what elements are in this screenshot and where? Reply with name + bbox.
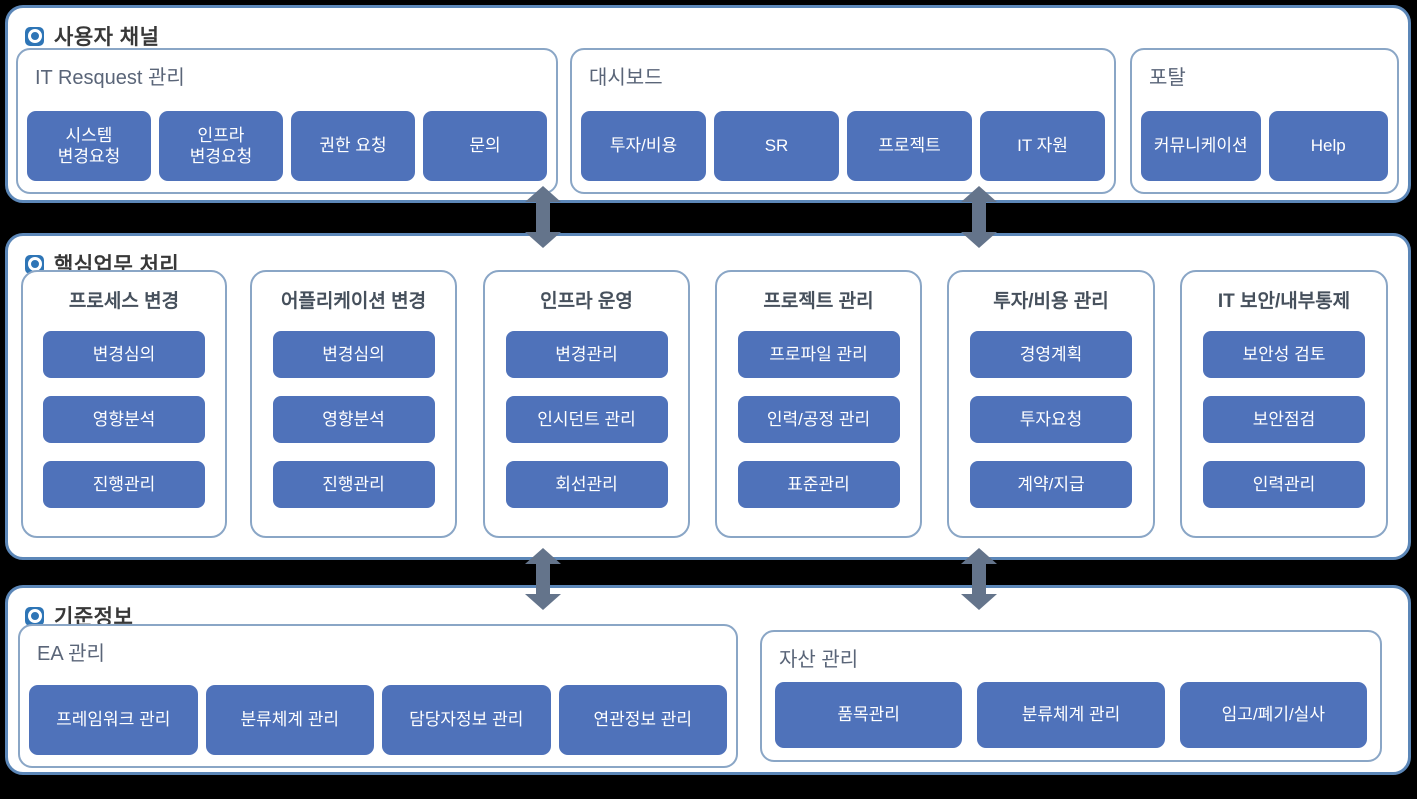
column-title: 인프라 운영 xyxy=(540,291,633,312)
arrow-head-down xyxy=(961,232,997,248)
section-user-channel: 사용자 채널 IT Resquest 관리 시스템 변경요청 인프라 변경요청 … xyxy=(5,5,1411,203)
module-change-review[interactable]: 변경심의 xyxy=(272,331,435,378)
module-relation-info-management[interactable]: 연관정보 관리 xyxy=(558,685,727,755)
column-title: 프로젝트 관리 xyxy=(763,291,874,312)
bidirectional-arrow-icon xyxy=(961,186,997,248)
module-owner-info-management[interactable]: 담당자정보 관리 xyxy=(382,685,551,755)
module-help[interactable]: Help xyxy=(1268,111,1388,181)
module-permission-request[interactable]: 권한 요청 xyxy=(291,111,415,181)
module-impact-analysis[interactable]: 영향분석 xyxy=(43,396,205,443)
module-infra-change-request[interactable]: 인프라 변경요청 xyxy=(159,111,283,181)
module-security-check[interactable]: 보안점검 xyxy=(1203,396,1365,443)
group-title: IT Resquest 관리 xyxy=(35,67,185,89)
module-progress-management[interactable]: 진행관리 xyxy=(43,461,205,508)
module-contract-payment[interactable]: 계약/지급 xyxy=(970,461,1132,508)
module-inquiry[interactable]: 문의 xyxy=(423,111,547,181)
group-title: 대시보드 xyxy=(589,67,663,89)
column-title: 투자/비용 관리 xyxy=(993,291,1109,312)
module-classification-management[interactable]: 분류체계 관리 xyxy=(205,685,374,755)
arrow-head-down xyxy=(525,594,561,610)
module-framework-management[interactable]: 프레임워크 관리 xyxy=(29,685,198,755)
group-dashboard: 대시보드 투자/비용 SR 프로젝트 IT 자원 xyxy=(570,48,1116,194)
module-business-planning[interactable]: 경영계획 xyxy=(970,331,1132,378)
module-impact-analysis[interactable]: 영향분석 xyxy=(272,396,435,443)
bullet-ring xyxy=(27,257,42,271)
arrow-shaft xyxy=(972,564,986,594)
group-title: 포탈 xyxy=(1149,67,1186,89)
bullet-ring xyxy=(27,609,42,623)
button-row: 커뮤니케이션 Help xyxy=(1141,111,1388,181)
section-bullet-icon xyxy=(25,606,44,626)
group-title: EA 관리 xyxy=(37,643,105,665)
group-ea-management: EA 관리 프레임워크 관리 분류체계 관리 담당자정보 관리 연관정보 관리 xyxy=(18,624,738,768)
column-process-change: 프로세스 변경 변경심의 영향분석 진행관리 xyxy=(21,270,227,538)
section-bullet-icon xyxy=(25,26,44,46)
arrow-head-down xyxy=(525,232,561,248)
button-row: 시스템 변경요청 인프라 변경요청 권한 요청 문의 xyxy=(27,111,547,181)
column-title: 프로세스 변경 xyxy=(68,291,180,312)
section-master-data: 기준정보 EA 관리 프레임워크 관리 분류체계 관리 담당자정보 관리 연관정… xyxy=(5,585,1411,775)
module-communication[interactable]: 커뮤니케이션 xyxy=(1141,111,1261,181)
bullet-ring xyxy=(27,29,42,43)
section-master-data-header: 기준정보 xyxy=(8,588,1408,631)
section-user-channel-header: 사용자 채널 xyxy=(8,8,1408,51)
module-receiving-disposal-audit[interactable]: 임고/폐기/실사 xyxy=(1179,682,1367,748)
arrow-head-up xyxy=(525,548,561,564)
column-it-security-internal-control: IT 보안/내부통제 보안성 검토 보안점검 인력관리 xyxy=(1180,270,1388,538)
column-title: 어플리케이션 변경 xyxy=(280,291,427,312)
column-infra-operations: 인프라 운영 변경관리 인시던트 관리 회선관리 xyxy=(483,270,690,538)
button-row: 품목관리 분류체계 관리 임고/폐기/실사 xyxy=(775,682,1367,748)
section-title: 기준정보 xyxy=(54,606,134,629)
module-change-management[interactable]: 변경관리 xyxy=(505,331,668,378)
module-investment-cost[interactable]: 투자/비용 xyxy=(581,111,706,181)
module-sr[interactable]: SR xyxy=(714,111,839,181)
module-incident-management[interactable]: 인시던트 관리 xyxy=(505,396,668,443)
module-item-management[interactable]: 품목관리 xyxy=(775,682,963,748)
module-classification-management[interactable]: 분류체계 관리 xyxy=(977,682,1165,748)
column-title: IT 보안/내부통제 xyxy=(1217,291,1351,312)
button-row: 프레임워크 관리 분류체계 관리 담당자정보 관리 연관정보 관리 xyxy=(29,685,727,755)
module-change-review[interactable]: 변경심의 xyxy=(43,331,205,378)
section-bullet-icon xyxy=(25,254,44,274)
module-manpower-process-management[interactable]: 인력/공정 관리 xyxy=(737,396,900,443)
module-system-change-request[interactable]: 시스템 변경요청 xyxy=(27,111,151,181)
module-profile-management[interactable]: 프로파일 관리 xyxy=(737,331,900,378)
bidirectional-arrow-icon xyxy=(961,548,997,610)
arrow-shaft xyxy=(536,564,550,594)
group-portal: 포탈 커뮤니케이션 Help xyxy=(1130,48,1399,194)
module-line-management[interactable]: 회선관리 xyxy=(505,461,668,508)
bidirectional-arrow-icon xyxy=(525,548,561,610)
bidirectional-arrow-icon xyxy=(525,186,561,248)
arrow-head-up xyxy=(961,186,997,202)
module-project[interactable]: 프로젝트 xyxy=(847,111,972,181)
button-row: 투자/비용 SR 프로젝트 IT 자원 xyxy=(581,111,1105,181)
module-security-review[interactable]: 보안성 검토 xyxy=(1203,331,1365,378)
section-core-business: 핵심업무 처리 프로세스 변경 변경심의 영향분석 진행관리 어플리케이션 변경… xyxy=(5,233,1411,560)
column-project-management: 프로젝트 관리 프로파일 관리 인력/공정 관리 표준관리 xyxy=(715,270,922,538)
group-it-request: IT Resquest 관리 시스템 변경요청 인프라 변경요청 권한 요청 문… xyxy=(16,48,558,194)
module-it-resource[interactable]: IT 자원 xyxy=(980,111,1105,181)
section-title: 사용자 채널 xyxy=(54,26,160,49)
group-title: 자산 관리 xyxy=(779,649,859,671)
arrow-shaft xyxy=(536,202,550,232)
column-investment-cost-management: 투자/비용 관리 경영계획 투자요청 계약/지급 xyxy=(947,270,1155,538)
column-application-change: 어플리케이션 변경 변경심의 영향분석 진행관리 xyxy=(250,270,457,538)
module-personnel-management[interactable]: 인력관리 xyxy=(1203,461,1365,508)
group-asset-management: 자산 관리 품목관리 분류체계 관리 임고/폐기/실사 xyxy=(760,630,1382,762)
module-investment-request[interactable]: 투자요청 xyxy=(970,396,1132,443)
module-progress-management[interactable]: 진행관리 xyxy=(272,461,435,508)
arrow-head-up xyxy=(961,548,997,564)
module-standard-management[interactable]: 표준관리 xyxy=(737,461,900,508)
arrow-head-up xyxy=(525,186,561,202)
arrow-shaft xyxy=(972,202,986,232)
arrow-head-down xyxy=(961,594,997,610)
